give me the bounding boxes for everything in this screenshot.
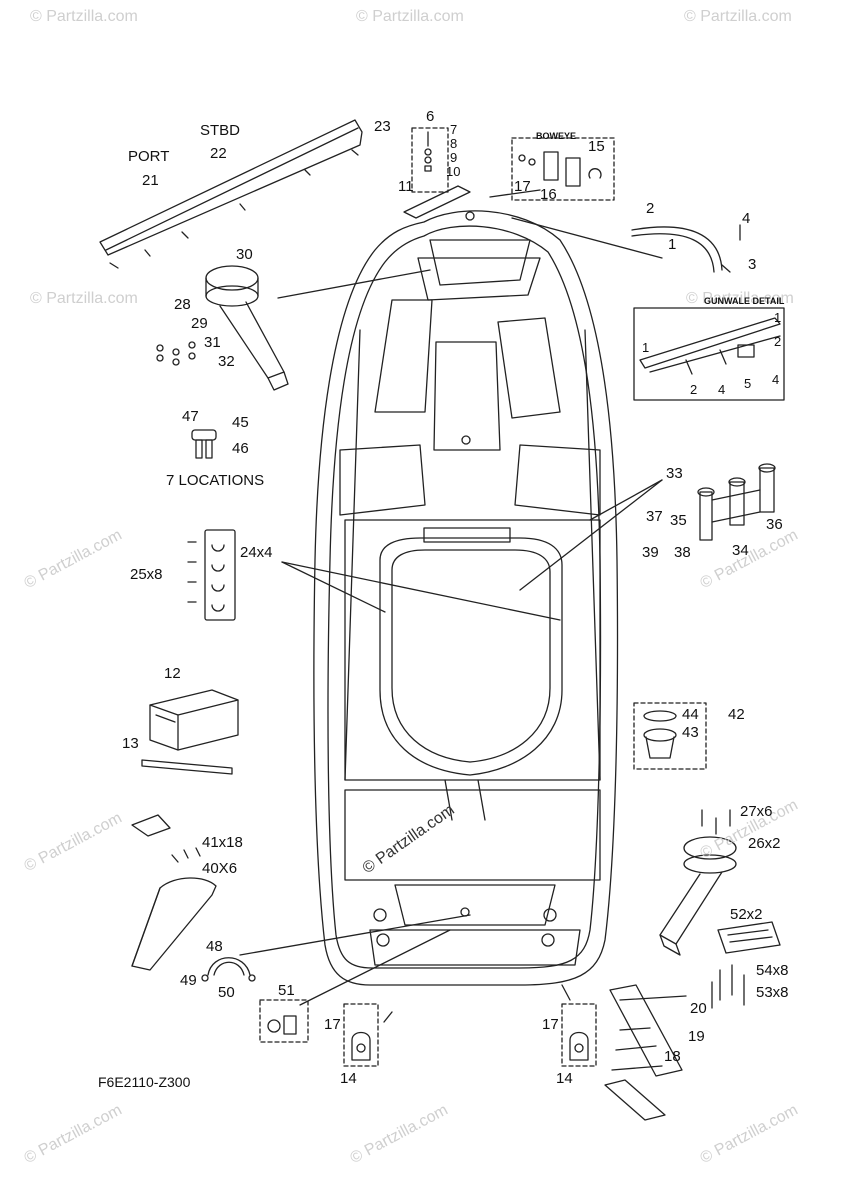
callout-37[interactable]: 37: [646, 508, 663, 525]
caption-stbd: STBD: [200, 122, 241, 139]
boat-hull: [313, 210, 619, 986]
callout-14-right[interactable]: 14: [556, 1070, 573, 1087]
callout-16[interactable]: 16: [540, 186, 557, 203]
callout-26x2[interactable]: 26x2: [748, 835, 781, 852]
callout-1-detail-a[interactable]: 1: [774, 310, 782, 325]
callout-17-top[interactable]: 17: [514, 178, 531, 195]
latch-right: [561, 1003, 597, 1067]
callout-10[interactable]: 10: [446, 164, 461, 179]
drain-plug: [259, 999, 309, 1043]
callout-25x8[interactable]: 25x8: [130, 566, 163, 583]
callout-54x8[interactable]: 54x8: [756, 962, 789, 979]
callout-4-top[interactable]: 4: [742, 210, 751, 227]
callout-50[interactable]: 50: [218, 984, 235, 1001]
callout-44[interactable]: 44: [682, 706, 699, 723]
grab-handle: [201, 957, 256, 982]
watermark: © Partzilla.com: [30, 8, 138, 25]
leader-lines: [239, 189, 663, 1023]
callout-1-detail-b[interactable]: 1: [642, 340, 650, 355]
caption-port: PORT: [128, 148, 170, 165]
storage-box: [149, 689, 239, 751]
callout-46[interactable]: 46: [232, 440, 249, 457]
caption-gunwale-detail: GUNWALE DETAIL: [704, 296, 785, 306]
callout-30[interactable]: 30: [236, 246, 253, 263]
callout-20[interactable]: 20: [690, 1000, 707, 1017]
callout-4-detail-a[interactable]: 4: [772, 372, 780, 387]
callout-17-right[interactable]: 17: [542, 1016, 559, 1033]
diagram-code: F6E2110-Z300: [98, 1074, 191, 1090]
callout-21[interactable]: 21: [142, 172, 159, 189]
callout-34[interactable]: 34: [732, 542, 749, 559]
callout-17-left[interactable]: 17: [324, 1016, 341, 1033]
callout-35[interactable]: 35: [670, 512, 687, 529]
callout-52x2[interactable]: 52x2: [730, 906, 763, 923]
callout-2-detail-a[interactable]: 2: [774, 334, 782, 349]
clip-strip: [187, 529, 236, 621]
callout-39[interactable]: 39: [642, 544, 659, 561]
callout-43[interactable]: 43: [682, 724, 699, 741]
callout-53x8[interactable]: 53x8: [756, 984, 789, 1001]
boarding-ladder: [604, 984, 687, 1121]
bow-chock: [403, 127, 471, 219]
gunwale-trim: [631, 224, 741, 273]
watermark: © Partzilla.com: [356, 8, 464, 25]
callout-40x6[interactable]: 40X6: [202, 860, 238, 877]
callout-14-left[interactable]: 14: [340, 1070, 357, 1087]
callout-28[interactable]: 28: [174, 296, 191, 313]
callout-49[interactable]: 49: [180, 972, 197, 989]
callout-2-top[interactable]: 2: [646, 200, 655, 217]
callout-6[interactable]: 6: [426, 108, 435, 125]
callout-22[interactable]: 22: [210, 145, 227, 162]
watermark: © Partzilla.com: [686, 290, 794, 307]
cup-holder: [633, 702, 707, 770]
rod-holder-upper-left: [156, 265, 289, 391]
bolts: [711, 964, 745, 1009]
callout-8[interactable]: 8: [450, 136, 458, 151]
cleat: [191, 429, 217, 459]
callout-7[interactable]: 7: [450, 122, 458, 137]
rub-rail: [99, 119, 363, 269]
callout-11[interactable]: 11: [398, 178, 414, 195]
support-rod: [141, 759, 233, 775]
callout-33[interactable]: 33: [666, 465, 683, 482]
callout-18[interactable]: 18: [664, 1048, 681, 1065]
callout-41x18[interactable]: 41x18: [202, 834, 243, 851]
callout-51[interactable]: 51: [278, 982, 295, 999]
caption-locations: 7 LOCATIONS: [166, 472, 265, 489]
boweye-kit: [511, 137, 615, 201]
gunwale-detail: [633, 307, 785, 401]
watermark: © Partzilla.com: [684, 8, 792, 25]
latch-left: [343, 1003, 379, 1067]
callout-23[interactable]: 23: [374, 118, 391, 135]
callout-29[interactable]: 29: [191, 315, 208, 332]
callout-47[interactable]: 47: [182, 408, 199, 425]
caption-boweye: BOWEYE: [536, 131, 577, 141]
callout-15[interactable]: 15: [588, 138, 605, 155]
callout-12[interactable]: 12: [164, 665, 181, 682]
callout-9[interactable]: 9: [450, 150, 458, 165]
callout-31[interactable]: 31: [204, 334, 221, 351]
callout-5[interactable]: 5: [744, 376, 752, 391]
callout-24x4[interactable]: 24x4: [240, 544, 273, 561]
callout-3[interactable]: 3: [748, 256, 757, 273]
rod-holder-lower-right: [659, 809, 737, 956]
callout-1-top[interactable]: 1: [668, 236, 677, 253]
callout-13[interactable]: 13: [122, 735, 139, 752]
callout-42[interactable]: 42: [728, 706, 745, 723]
callout-32[interactable]: 32: [218, 353, 235, 370]
callout-48[interactable]: 48: [206, 938, 223, 955]
callout-4-detail-b[interactable]: 4: [718, 382, 726, 397]
callout-45[interactable]: 45: [232, 414, 249, 431]
callout-2-detail-b[interactable]: 2: [690, 382, 698, 397]
callout-19[interactable]: 19: [688, 1028, 705, 1045]
tread-pad: [717, 921, 781, 954]
callout-27x6[interactable]: 27x6: [740, 803, 773, 820]
bracket: [131, 814, 201, 863]
callout-38[interactable]: 38: [674, 544, 691, 561]
watermark: © Partzilla.com: [30, 290, 138, 307]
callout-36[interactable]: 36: [766, 516, 783, 533]
cover-panel: [131, 877, 217, 971]
rod-rack: [697, 463, 776, 541]
